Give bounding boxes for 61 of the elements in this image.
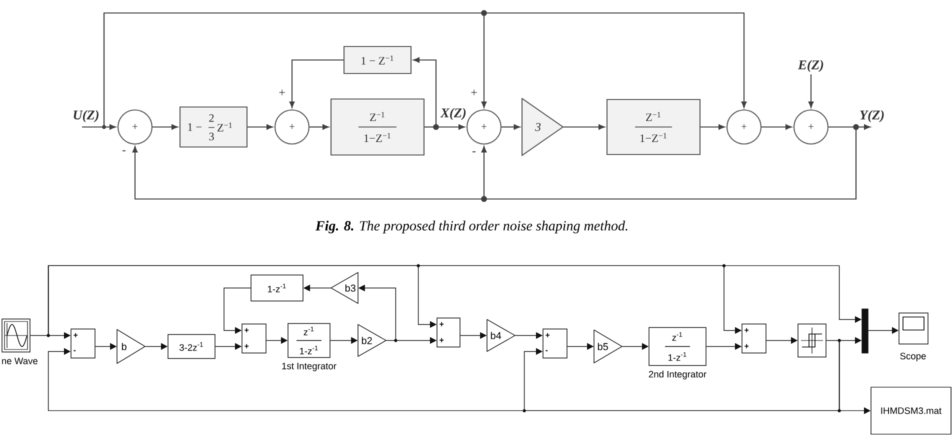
arrow <box>152 124 178 130</box>
arrow <box>248 124 273 130</box>
sum-block: + - <box>70 328 96 358</box>
connector-line <box>386 340 396 341</box>
block-label: ne Wave <box>2 358 38 364</box>
sign-label: - <box>122 150 126 152</box>
transfer-function-box: 1 − Z$^{−1}$ <box>343 46 412 74</box>
integrator-block: z$^{-1}$ 1-z$^{-1}$ <box>288 323 330 358</box>
transfer-function-box: Z$^{−1}$ 1−Z$^{−1}$ <box>606 98 701 156</box>
transfer-function-box: 3-2z$^{-1}$ <box>168 334 216 359</box>
block-label: 1st Integrator <box>282 362 336 372</box>
signal-label: E(Z) <box>798 60 824 72</box>
arrow <box>310 124 329 130</box>
transfer-function-box: 1 − 2 3 Z$^{−1}$ <box>179 106 248 148</box>
arrow <box>856 124 870 130</box>
block-label: 2nd Integrator <box>648 370 706 380</box>
transfer-function-box: Z$^{−1}$ 1−Z$^{−1}$ <box>330 98 425 156</box>
arrow <box>563 124 605 130</box>
block-label: Scope <box>900 352 926 362</box>
signal-label: Y(Z) <box>860 110 884 122</box>
gain-triangle: b4 <box>486 319 516 352</box>
signal-label: U(Z) <box>74 110 98 122</box>
sign-label: + <box>471 90 477 96</box>
connector-line <box>826 340 840 341</box>
connector-line <box>82 126 104 128</box>
sign-label: + <box>279 90 285 96</box>
summing-junction: + <box>793 109 829 145</box>
connector-line <box>828 126 856 128</box>
signal-label: X(Z) <box>440 108 466 120</box>
gain-triangle: b <box>116 329 146 364</box>
connector-line <box>424 126 436 128</box>
arrow <box>502 124 520 130</box>
arrow <box>104 124 116 130</box>
gain-triangle: b3 <box>330 272 358 304</box>
file-block: IHMDSM3.mat <box>870 386 952 435</box>
summing-junction: + <box>466 109 502 145</box>
sum-block: + - <box>542 328 568 358</box>
arrow <box>436 124 465 130</box>
integrator-block: z$^{-1}$ 1-z$^{-1}$ <box>648 327 706 366</box>
arrow <box>413 57 437 127</box>
gain-triangle: b5 <box>594 330 622 364</box>
arrow <box>289 59 344 108</box>
gain-triangle: 3 <box>521 98 564 156</box>
summing-junction: + <box>117 109 153 145</box>
transfer-function-box: 1-z$^{-1}$ <box>250 274 304 302</box>
arrow <box>700 124 725 130</box>
arrow <box>762 124 792 130</box>
sum-block: + + <box>742 324 766 354</box>
gain-triangle: b2 <box>358 324 386 357</box>
arrow <box>808 74 814 108</box>
sum-block: + + <box>436 318 460 348</box>
summing-junction: + <box>726 109 762 145</box>
figure-caption: Fig. 8. The proposed third order noise shaping method. <box>315 220 628 234</box>
summing-junction: + <box>274 109 310 145</box>
arrow <box>48 340 840 412</box>
connector-line <box>30 335 49 336</box>
sum-block: + + <box>242 324 266 354</box>
arrow <box>224 288 252 334</box>
arrow <box>103 12 747 127</box>
sign-label: - <box>472 151 476 152</box>
arrow <box>132 127 857 200</box>
